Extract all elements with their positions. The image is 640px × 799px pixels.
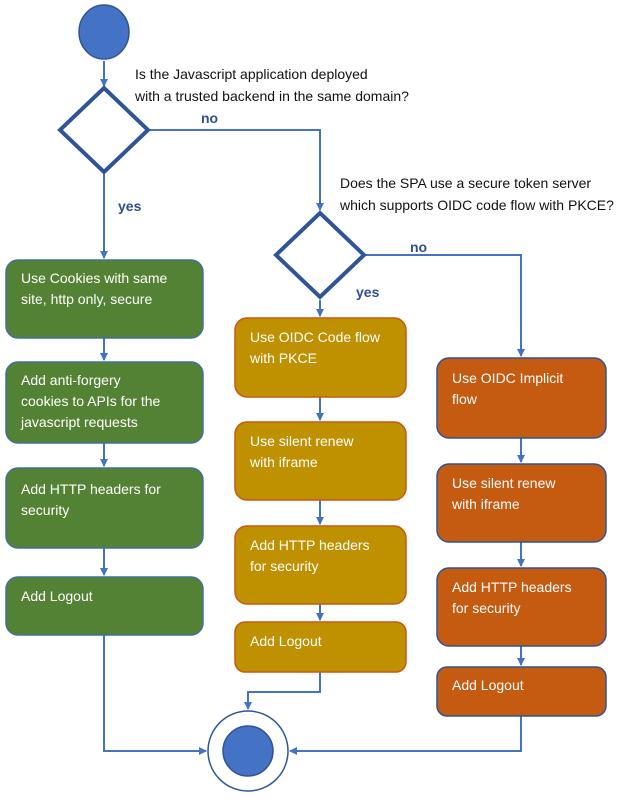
step-text: with PKCE <box>249 350 317 366</box>
step-text: flow <box>452 391 478 407</box>
arrow-orange-to-end <box>289 716 522 755</box>
step-text: for security <box>250 558 318 574</box>
step-text: Add Logout <box>21 588 93 604</box>
step-add-logout <box>436 666 607 717</box>
step-text: cookies to APIs for the <box>21 393 161 409</box>
step-text: Add anti-forgery <box>21 372 121 388</box>
step-http-headers <box>436 567 607 647</box>
arrow-decision1-no <box>148 129 324 211</box>
decision1-no-label: no <box>201 110 218 126</box>
step-silent-renew <box>234 421 407 501</box>
decision1-question-line2: with a trusted backend in the same domai… <box>134 88 409 104</box>
step-text: javascript requests <box>20 414 138 430</box>
step-text: Add HTTP headers <box>452 579 572 595</box>
decision2-question-line2: which supports OIDC code flow with PKCE? <box>339 197 614 213</box>
step-text: with iframe <box>451 496 520 512</box>
step-text: Add Logout <box>250 633 322 649</box>
decision1-diamond <box>57 85 151 175</box>
end-node <box>207 710 289 792</box>
step-text: Add Logout <box>452 677 524 693</box>
step-add-logout <box>5 576 204 636</box>
decision2-yes-label: yes <box>356 284 380 300</box>
arrow-yellow-to-end <box>244 672 321 710</box>
step-text: with iframe <box>249 454 318 470</box>
step-silent-renew <box>436 463 607 543</box>
decision2-diamond <box>273 210 367 300</box>
arrow-decision2-no <box>364 254 525 357</box>
decision2-question-line1: Does the SPA use a secure token server <box>340 175 591 191</box>
arrow-green-to-end <box>103 635 207 755</box>
step-anti-forgery <box>5 361 204 444</box>
step-add-logout <box>234 621 407 673</box>
step-text: Use silent renew <box>250 433 354 449</box>
step-oidc-code-flow <box>234 317 407 398</box>
green-path: Use Cookies with same site, http only, s… <box>5 259 204 636</box>
step-text: Use OIDC Code flow <box>250 329 381 345</box>
end-node-inner <box>222 725 274 777</box>
decision2-no-label: no <box>410 239 427 255</box>
step-text: Add HTTP headers for <box>21 481 161 497</box>
step-text: site, http only, secure <box>21 291 152 307</box>
step-text: for security <box>452 600 520 616</box>
step-use-cookies <box>5 259 204 339</box>
step-text: Use Cookies with same <box>21 270 167 286</box>
start-node <box>78 4 130 60</box>
step-text: security <box>21 502 69 518</box>
step-oidc-implicit-flow <box>436 357 607 439</box>
decision1-question-line1: Is the Javascript application deployed <box>135 66 368 82</box>
yellow-path: Use OIDC Code flow with PKCE Use silent … <box>234 317 407 673</box>
step-text: Use OIDC Implicit <box>452 370 563 386</box>
step-http-headers <box>234 525 407 605</box>
orange-path: Use OIDC Implicit flow Use silent renew … <box>436 357 607 717</box>
step-text: Add HTTP headers <box>250 537 370 553</box>
decision1-yes-label: yes <box>118 198 142 214</box>
step-text: Use silent renew <box>452 475 556 491</box>
step-http-headers <box>5 467 204 549</box>
connectors <box>100 61 525 755</box>
